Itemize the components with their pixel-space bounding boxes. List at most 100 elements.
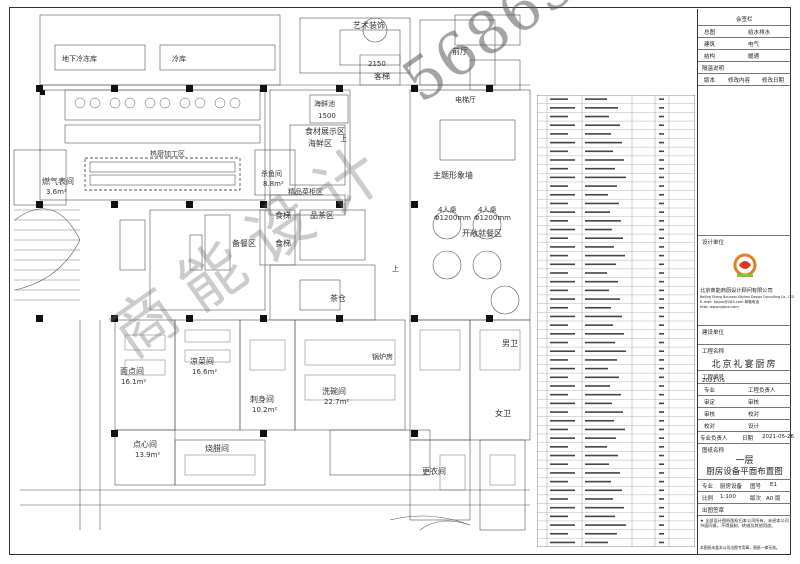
equipment-row-qty-mark [659,133,664,135]
equipment-row-spec-mark [585,228,612,231]
equipment-row-name-mark [550,263,575,266]
tb-sign-label: 工程负责人 [748,388,776,394]
equipment-row-name-mark [550,472,575,474]
equipment-row-name-mark [550,463,568,466]
equipment-row-spec-mark [585,185,617,187]
equipment-row-spec-mark [585,246,614,248]
room-lobby: 前厅 [452,47,468,56]
equipment-row-qty-mark [659,454,664,457]
equipment-row-spec-mark [585,541,608,544]
equipment-row-name-mark [550,115,568,118]
equipment-row-spec-mark [585,298,620,300]
equipment-row-qty-mark [659,506,664,509]
equipment-row-name-mark [550,254,568,257]
equipment-row-spec-mark [585,532,617,535]
equipment-row-spec-mark [585,211,610,213]
equipment-row-spec-mark [585,428,625,431]
drawing-sheet [9,7,791,555]
equipment-row-name-mark [550,454,575,457]
tb-project-no: 2021-05 [702,378,725,384]
equipment-row-spec-mark [585,367,608,370]
room-tea: 茶仓 [330,294,346,303]
equipment-row-name-mark [550,228,575,231]
room-seafood-pool: 海鲜池 [314,100,335,108]
room-cold-dish-area: 16.6m² [192,368,218,376]
room-seafood: 海鲜区 [308,139,332,148]
equipment-row-qty-mark [659,124,664,127]
equipment-row-name-mark [550,167,568,170]
tb-type-label: 专业 [702,484,714,490]
equipment-row-spec-mark [585,167,615,170]
equipment-row-qty-mark [659,393,664,396]
tb-rev-header: 修改日期 [762,78,785,84]
room-food-display: 食材展示区 [305,127,345,136]
equipment-row-spec-mark [585,289,609,292]
equipment-row-spec-mark [585,115,609,118]
tb-header: 会签栏 [736,17,753,23]
equipment-row-qty-mark [659,167,664,170]
tb-sign-label: 审核 [748,400,760,406]
tb-sign-label: 审定 [704,400,716,406]
company-name: 北京商能商厨设计顾问有限公司 [700,288,773,294]
equipment-row-qty-mark [659,463,664,466]
equipment-row-name-mark [550,376,568,379]
equipment-row-spec-mark [585,402,612,405]
equipment-row-qty-mark [659,306,664,309]
equipment-row-qty-mark [659,193,664,196]
room-prep: 备餐区 [232,239,256,248]
equipment-row-spec-mark [585,341,615,344]
equipment-row-name-mark [550,341,568,344]
tb-version-value: A0 版 [766,496,781,502]
equipment-row-spec-mark [585,254,625,257]
room-noodle: 面点间 [120,367,144,376]
room-dish-wash: 洗碗间 [322,387,346,396]
equipment-row-qty-mark [659,515,664,518]
equipment-row-spec-mark [585,272,607,274]
equipment-row-name-mark [550,324,568,326]
tb-sheet-label: 图号 [750,484,762,490]
equipment-row-spec-mark [585,193,608,196]
equipment-row-spec-mark [585,524,626,526]
tb-row-label: 结构 [704,54,716,60]
equipment-row-qty-mark [659,333,664,335]
room-pastry: 点心间 [133,440,157,449]
equipment-row-name-mark [550,220,568,222]
equipment-row-qty-mark [659,289,664,292]
room-open-dining: 开敞就餐区 [462,229,502,238]
title-block: 会签栏 总图 给水排水 建筑 电气 结构 暖通 隔温说明 版本 修改内容 修改日… [697,9,794,554]
equipment-row-spec-mark [585,150,613,153]
equipment-row-qty-mark [659,202,664,205]
equipment-row-spec-mark [585,237,623,240]
equipment-row-spec-mark [585,385,610,387]
equipment-row-spec-mark [585,515,615,518]
equipment-row-name-mark [550,385,575,387]
equipment-row-name-mark [550,98,568,100]
company-logo-icon [733,253,757,277]
room-tea-prep: 品茶区 [310,211,334,220]
equipment-row-spec-mark [585,315,622,318]
equipment-row-spec-mark [585,220,621,222]
room-sashimi-area: 10.2m² [252,406,278,414]
equipment-row-qty-mark [659,246,664,248]
equipment-row-qty-mark [659,498,664,500]
equipment-row-name-mark [550,246,575,248]
equipment-row-name-mark [550,306,568,309]
equipment-row-name-mark [550,211,575,213]
equipment-row-name-mark [550,402,575,405]
tb-sign-label: 专业 [704,388,716,394]
equipment-row-name-mark [550,298,575,300]
equipment-row-spec-mark [585,446,607,448]
equipment-row-qty-mark [659,472,664,474]
tb-sign-label: 专业负责人 [700,436,728,442]
tb-drawing-label: 图纸名称 [702,448,725,454]
equipment-row-name-mark [550,428,568,431]
stair-up-2: 上 [392,265,399,273]
equipment-row-spec-mark [585,124,620,127]
tb-sign-label: 设计 [748,424,760,430]
tb-version-label: 版次 [750,496,762,502]
equipment-row-spec-mark [585,176,626,179]
tb-row-label: 给水排水 [748,30,771,36]
equipment-row-spec-mark [585,437,616,439]
equipment-row-name-mark [550,133,568,135]
